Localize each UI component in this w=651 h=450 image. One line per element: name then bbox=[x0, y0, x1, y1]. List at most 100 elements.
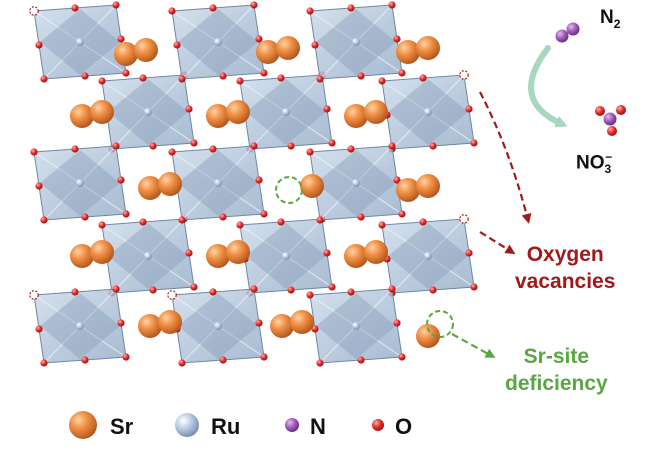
legend-ru-symbol bbox=[175, 413, 199, 437]
o-atom bbox=[470, 139, 478, 147]
oxygen-vacancies-label: Oxygen vacancies bbox=[515, 241, 615, 295]
sr-atom bbox=[364, 240, 388, 264]
ru-atom bbox=[424, 252, 432, 260]
o-atom bbox=[357, 213, 365, 221]
o-atom bbox=[81, 356, 89, 364]
o-atom bbox=[419, 74, 427, 82]
ruo6-octahedron bbox=[29, 285, 130, 367]
o-atom bbox=[393, 35, 401, 43]
o-atom bbox=[398, 210, 406, 218]
oxygen-vacancies-line2: vacancies bbox=[515, 270, 616, 293]
o-atom bbox=[347, 4, 355, 12]
legend-n-symbol bbox=[285, 418, 299, 432]
legend-label-n: N bbox=[310, 414, 326, 439]
o-atom bbox=[178, 216, 186, 224]
o-atom bbox=[219, 356, 227, 364]
o-atom bbox=[616, 105, 626, 115]
o-atom bbox=[306, 7, 314, 15]
sr-atom bbox=[290, 310, 314, 334]
o-atom bbox=[209, 145, 217, 153]
o-atom bbox=[35, 41, 43, 49]
legend-label-sr: Sr bbox=[110, 414, 134, 439]
sr-atom bbox=[416, 174, 440, 198]
o-atom bbox=[139, 74, 147, 82]
ruo6-octahedron bbox=[168, 142, 268, 224]
o-atom bbox=[122, 210, 130, 218]
ruo6-octahedron bbox=[167, 285, 268, 367]
o-atom bbox=[178, 75, 186, 83]
ruo6-octahedron bbox=[378, 70, 478, 153]
o-atom bbox=[260, 69, 268, 77]
sr-atom bbox=[70, 104, 94, 128]
ru-atom bbox=[214, 38, 222, 46]
ruo6-octahedron bbox=[168, 1, 268, 83]
ru-atom bbox=[282, 108, 290, 116]
n2-base: N bbox=[600, 7, 614, 28]
oxygen-vacancy-arrow bbox=[479, 91, 532, 224]
o-atom bbox=[139, 218, 147, 226]
o-atom bbox=[168, 148, 176, 156]
o-atom bbox=[429, 286, 437, 294]
o-atom bbox=[117, 319, 125, 327]
sr-vacancy-marker bbox=[275, 176, 303, 204]
oxygen-vacancy-marker bbox=[167, 290, 177, 300]
ruo6-octahedron bbox=[306, 142, 406, 224]
ru-atom bbox=[144, 108, 152, 116]
o-atom bbox=[465, 249, 473, 257]
o-atom bbox=[81, 72, 89, 80]
o-atom bbox=[81, 213, 89, 221]
sr-site-deficiency-label: Sr-site deficiency bbox=[505, 343, 608, 397]
o-atom bbox=[255, 176, 263, 184]
ruo6-octahedron bbox=[29, 1, 130, 83]
o-atom bbox=[287, 286, 295, 294]
sr-site-deficiency-line2: deficiency bbox=[505, 372, 608, 395]
o-atom bbox=[185, 249, 193, 257]
sr-atom bbox=[270, 314, 294, 338]
o-atom bbox=[316, 359, 324, 367]
sr-atom bbox=[90, 240, 114, 264]
ru-atom bbox=[76, 38, 84, 46]
nitrate-charge: − bbox=[605, 150, 613, 164]
o-atom bbox=[323, 249, 331, 257]
o-atom bbox=[378, 221, 386, 229]
o-atom bbox=[250, 285, 258, 293]
o-atom bbox=[311, 325, 319, 333]
conversion-arrow bbox=[528, 45, 568, 128]
o-atom bbox=[209, 288, 217, 296]
n2-label: N2 bbox=[600, 7, 620, 31]
o-atom bbox=[378, 77, 386, 85]
sr-atom bbox=[300, 174, 324, 198]
o-atom bbox=[260, 210, 268, 218]
o-atom bbox=[219, 213, 227, 221]
sr-deficiency-arrow bbox=[451, 333, 496, 358]
ruo6-octahedron bbox=[98, 215, 198, 297]
o-atom bbox=[40, 216, 48, 224]
o-atom bbox=[393, 176, 401, 184]
sr-site-deficiency-line1: Sr-site bbox=[523, 345, 590, 368]
o-atom bbox=[250, 142, 258, 150]
sr-vacancy-marker bbox=[426, 310, 454, 338]
o-atom bbox=[277, 218, 285, 226]
legend-label-o: O bbox=[395, 414, 413, 439]
ruo6-octahedron bbox=[236, 215, 336, 297]
sr-atom bbox=[226, 240, 250, 264]
o-atom bbox=[168, 7, 176, 15]
o-atom bbox=[149, 286, 157, 294]
o-atom bbox=[98, 221, 106, 229]
o-atom bbox=[190, 283, 198, 291]
o-atom bbox=[398, 69, 406, 77]
o-atom bbox=[35, 325, 43, 333]
o-atom bbox=[388, 1, 396, 9]
o-atom bbox=[98, 77, 106, 85]
o-atom bbox=[178, 359, 186, 367]
ruo6-octahedron bbox=[98, 71, 198, 153]
o-atom bbox=[470, 283, 478, 291]
o-atom bbox=[287, 142, 295, 150]
o-atom bbox=[328, 139, 336, 147]
sr-atom bbox=[158, 310, 182, 334]
ruo6-octahedron bbox=[378, 214, 478, 297]
o-atom bbox=[112, 1, 120, 9]
sr-atom bbox=[134, 38, 158, 62]
oxygen-vacancy-marker bbox=[459, 214, 469, 224]
